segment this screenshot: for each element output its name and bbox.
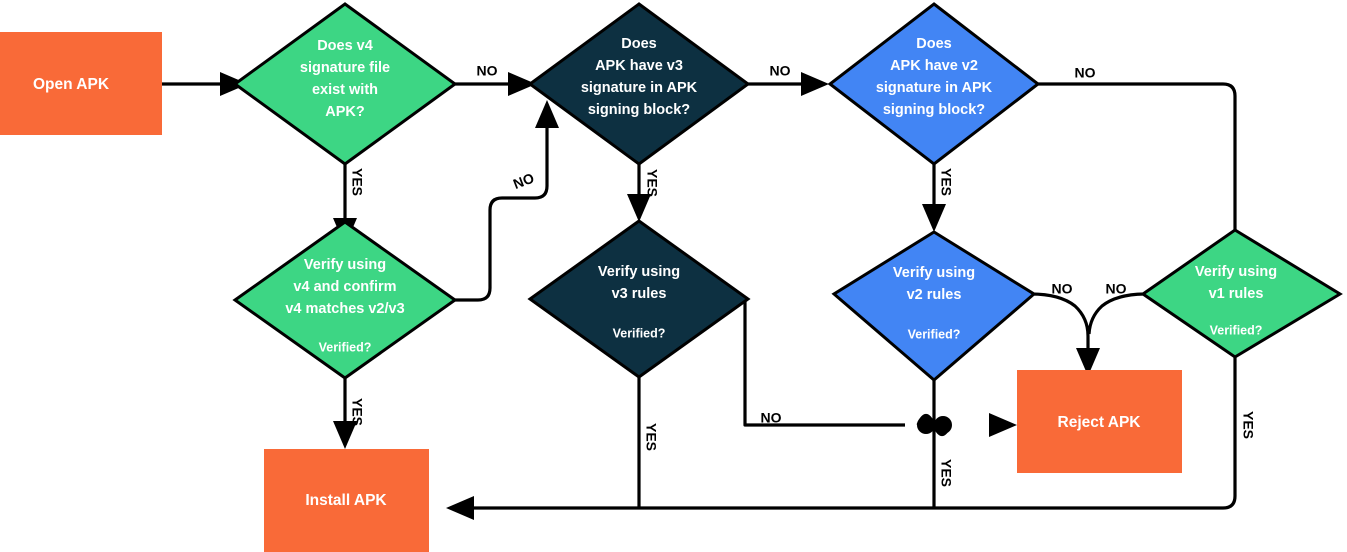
arrowhead-to-install-left — [446, 496, 474, 520]
edge-label-v2exists-yes: YES — [938, 168, 954, 196]
edge-label-v4verify-yes: YES — [349, 398, 365, 426]
edge-label-v1verify-no: NO — [1106, 281, 1127, 297]
v4-verify-diamond — [232, 220, 458, 380]
v4-exists-line3: exist with — [312, 82, 378, 98]
edge-label-v4exists-no: NO — [477, 63, 498, 79]
arrowhead-v2exists-yes — [922, 204, 946, 232]
node-v2-signature-exists[interactable]: Does APK have v2 signature in APK signin… — [827, 2, 1041, 166]
edge-v2exists-no — [1035, 82, 1237, 230]
arrowhead-v2verify-no — [1076, 348, 1100, 376]
node-v2-verify[interactable]: Verify using v2 rules Verified? — [831, 230, 1037, 382]
v1-verify-diamond — [1140, 228, 1343, 359]
node-open-apk[interactable]: Open APK — [0, 32, 162, 135]
v3-verify-sub: Verified? — [613, 326, 666, 340]
arrowhead-v3exists-no — [801, 72, 829, 96]
edge-v2verify-no — [1030, 292, 1090, 352]
v1-verify-sub: Verified? — [1210, 323, 1263, 337]
reject-apk-rect — [1017, 370, 1182, 473]
edge-v1verify-yes — [470, 357, 1237, 510]
v4-exists-line2: signature file — [300, 60, 390, 76]
v2-exists-line3: signature in APK — [876, 80, 993, 96]
line-hop-blob-right — [934, 416, 952, 434]
v3-verify-diamond — [527, 219, 751, 379]
v4-exists-diamond — [232, 2, 458, 166]
edge-label-v3verify-no: NO — [761, 410, 782, 426]
open-apk-rect — [0, 32, 162, 135]
edge-label-v3verify-yes: YES — [643, 423, 659, 451]
node-v4-signature-exists[interactable]: Does v4 signature file exist with APK? — [232, 2, 458, 166]
v2-verify-sub: Verified? — [908, 327, 961, 341]
v4-verify-line1: Verify using — [304, 257, 386, 273]
arrowhead-v3exists-yes — [627, 194, 651, 222]
arrowhead-to-reject — [989, 413, 1017, 437]
v3-verify-line2: v3 rules — [612, 286, 667, 302]
v3-exists-diamond — [527, 2, 751, 166]
v2-verify-line1: Verify using — [893, 265, 975, 281]
node-reject-apk[interactable]: Reject APK — [1017, 370, 1182, 473]
v2-verify-diamond — [831, 230, 1037, 382]
edge-v4verify-no — [452, 126, 549, 302]
edge-label-v2verify-no: NO — [1052, 281, 1073, 297]
v3-verify-line1: Verify using — [598, 264, 680, 280]
node-v3-signature-exists[interactable]: Does APK have v3 signature in APK signin… — [527, 2, 751, 166]
open-apk-label: Open APK — [33, 76, 110, 93]
edge-v1verify-no — [1087, 292, 1147, 335]
install-apk-label: Install APK — [305, 492, 387, 509]
edge-label-v1verify-yes: YES — [1240, 411, 1256, 439]
v4-verify-line2: v4 and confirm — [293, 279, 396, 295]
node-v4-verify[interactable]: Verify using v4 and confirm v4 matches v… — [232, 220, 458, 380]
v2-exists-diamond — [827, 2, 1041, 166]
v2-verify-line2: v2 rules — [907, 287, 962, 303]
node-install-apk[interactable]: Install APK — [264, 449, 429, 552]
v4-verify-sub: Verified? — [319, 340, 372, 354]
node-v1-verify[interactable]: Verify using v1 rules Verified? — [1140, 228, 1343, 359]
v1-verify-line2: v1 rules — [1209, 286, 1264, 302]
v4-exists-line4: APK? — [325, 104, 365, 120]
v2-exists-line2: APK have v2 — [890, 58, 978, 74]
edge-label-v3exists-yes: YES — [644, 169, 660, 197]
arrowhead-v4verify-no — [535, 100, 559, 128]
v2-exists-line1: Does — [916, 36, 951, 52]
arrowhead-v4exists-no — [508, 72, 536, 96]
edge-v3verify-no — [743, 299, 905, 427]
v3-exists-line4: signing block? — [588, 102, 690, 118]
v3-exists-line3: signature in APK — [581, 80, 698, 96]
reject-apk-label: Reject APK — [1058, 414, 1142, 431]
install-apk-rect — [264, 449, 429, 552]
edge-label-v2exists-no: NO — [1075, 65, 1096, 81]
v3-exists-line2: APK have v3 — [595, 58, 683, 74]
line-hop-blob-left — [917, 416, 935, 434]
edge-label-v2verify-yes: YES — [938, 459, 954, 487]
v3-exists-line1: Does — [621, 36, 656, 52]
edge-label-v4exists-yes: YES — [349, 168, 365, 196]
v1-verify-line1: Verify using — [1195, 264, 1277, 280]
edge-label-v3exists-no: NO — [770, 63, 791, 79]
node-v3-verify[interactable]: Verify using v3 rules Verified? — [527, 219, 751, 379]
v2-exists-line4: signing block? — [883, 102, 985, 118]
edge-label-v4verify-no: NO — [511, 170, 536, 193]
v4-exists-line1: Does v4 — [317, 38, 373, 54]
arrowhead-v4verify-yes — [333, 421, 357, 449]
v4-verify-line3: v4 matches v2/v3 — [285, 301, 404, 317]
